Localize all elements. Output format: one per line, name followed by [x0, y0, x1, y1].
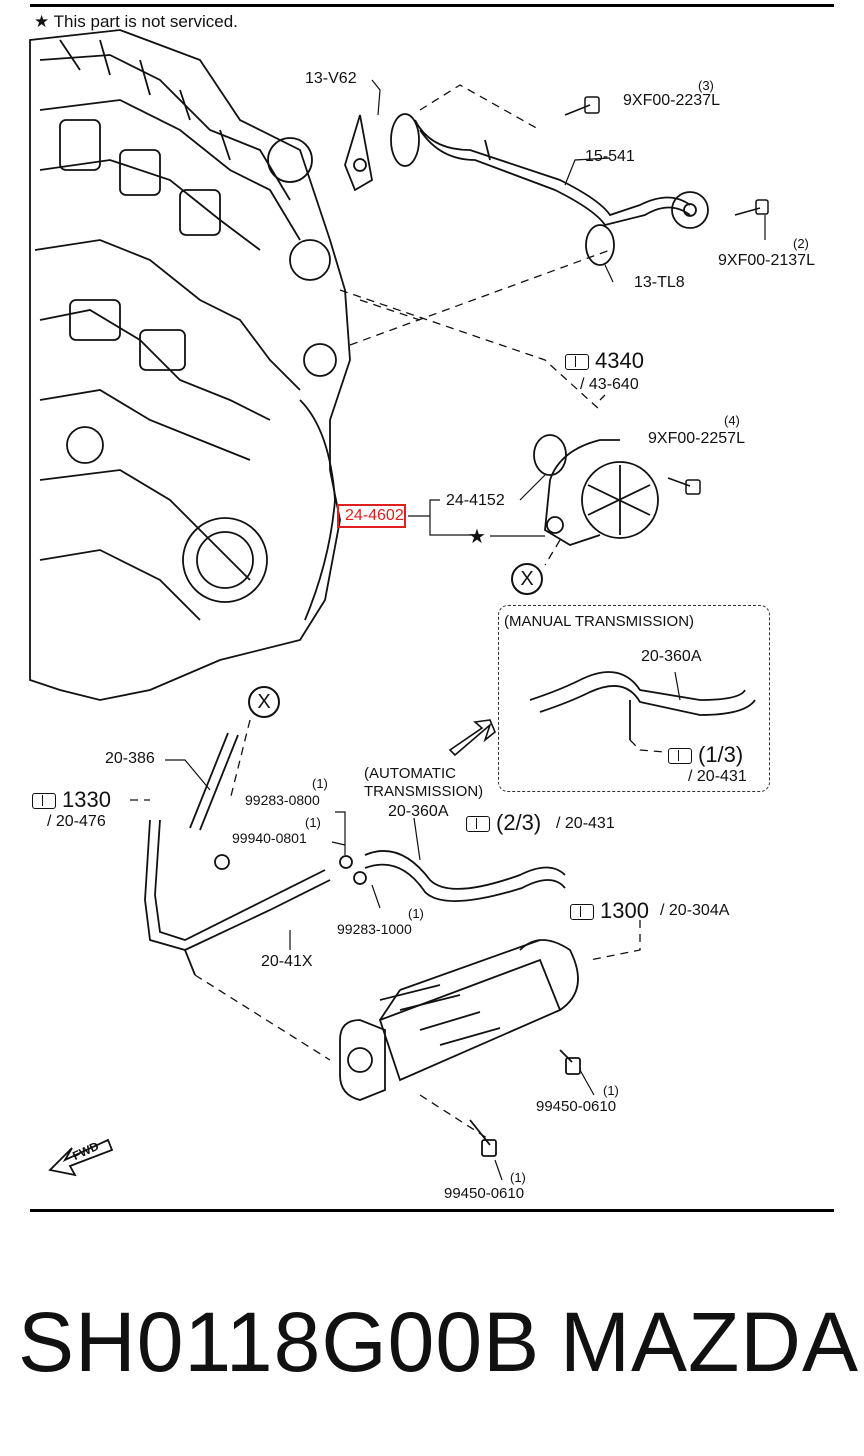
automatic-transmission-line1: (AUTOMATIC [364, 765, 456, 782]
qty-9xf00-2237l: (3) [698, 78, 714, 93]
qty-9xf00-2257l: (4) [724, 413, 740, 428]
top-rule [30, 4, 834, 7]
part-99940-0801[interactable]: 99940-0801 [232, 830, 307, 846]
ref-1330[interactable]: 1330 [32, 787, 111, 813]
ref-1-3-text: (1/3) [698, 742, 744, 767]
part-15-541[interactable]: 15-541 [585, 148, 635, 165]
part-9xf00-2257l[interactable]: 9XF00-2257L [648, 430, 745, 447]
ref-20-431-a: / 20-431 [556, 815, 615, 832]
book-icon [32, 793, 56, 810]
book-icon [570, 904, 594, 921]
book-icon [668, 748, 692, 765]
ref-1-3[interactable]: (1/3) [668, 742, 743, 768]
manual-transmission-box [498, 605, 770, 792]
ref-4340[interactable]: 4340 [565, 348, 644, 374]
connector-x-top: X [511, 563, 543, 595]
transmission-switch-arrow-icon [448, 719, 496, 757]
connector-x-bottom: X [248, 686, 280, 718]
footer-brand: MAZDA [560, 1295, 859, 1389]
not-serviced-note: ★ This part is not serviced. [34, 12, 238, 31]
qty-99283-0800: (1) [312, 776, 328, 791]
qty-99450-0610-a: (1) [603, 1083, 619, 1098]
ref-1300[interactable]: 1300 [570, 898, 649, 924]
part-20-360a-manual[interactable]: 20-360A [641, 648, 702, 665]
footer-part-number: SH0118G00B [18, 1295, 541, 1389]
part-20-360a-auto[interactable]: 20-360A [388, 803, 449, 820]
qty-9xf00-2137l: (2) [793, 236, 809, 251]
part-99450-0610-a[interactable]: 99450-0610 [536, 1098, 617, 1115]
ref-2-3[interactable]: (2/3) [466, 810, 541, 836]
book-icon [466, 816, 490, 833]
not-serviced-star: ★ [468, 526, 486, 548]
ref-1300-text: 1300 [600, 898, 649, 923]
part-99283-0800[interactable]: 99283-0800 [245, 792, 320, 808]
part-9xf00-2137l[interactable]: 9XF00-2137L [718, 252, 815, 269]
ref-20-431-b: / 20-431 [688, 768, 747, 785]
ref-1330-text: 1330 [62, 787, 111, 812]
fwd-arrow-icon [48, 1138, 114, 1177]
egr-cooler [339, 939, 581, 1157]
oil-pipe-15-541 [344, 113, 709, 266]
highlighted-part-24-4602[interactable]: 24-4602 [337, 504, 406, 528]
vacuum-pump [533, 434, 659, 546]
ref-20-476: / 20-476 [47, 813, 106, 830]
hoses-left [144, 732, 331, 976]
highlighted-part-label: 24-4602 [345, 507, 404, 524]
bottom-rule [30, 1209, 834, 1212]
ref-2-3-text: (2/3) [496, 810, 542, 835]
part-9xf00-2237l[interactable]: 9XF00-2237L [623, 92, 720, 109]
hose-20-360a-manual [529, 671, 756, 740]
qty-99283-1000: (1) [408, 906, 424, 921]
book-icon [565, 354, 589, 371]
ref-43-640: / 43-640 [580, 376, 639, 393]
leader-lines [130, 84, 666, 1141]
ref-4340-text: 4340 [595, 348, 644, 373]
part-24-4152[interactable]: 24-4152 [446, 492, 505, 509]
engine-block [29, 29, 351, 701]
hose-20-360a-auto [339, 850, 566, 902]
part-13-v62[interactable]: 13-V62 [305, 70, 357, 87]
qty-99450-0610-b: (1) [510, 1170, 526, 1185]
part-20-41x[interactable]: 20-41X [261, 953, 313, 970]
automatic-transmission-line2: TRANSMISSION) [364, 783, 484, 800]
part-99283-1000[interactable]: 99283-1000 [337, 921, 412, 937]
label-leaders [165, 79, 766, 1181]
qty-99940-0801: (1) [305, 815, 321, 830]
bolts-top [564, 96, 769, 495]
ref-20-304a: / 20-304A [660, 902, 730, 919]
part-13-tl8[interactable]: 13-TL8 [634, 274, 685, 291]
manual-transmission-title: (MANUAL TRANSMISSION) [504, 613, 695, 630]
part-20-386[interactable]: 20-386 [105, 750, 155, 767]
part-99450-0610-b[interactable]: 99450-0610 [444, 1185, 525, 1202]
